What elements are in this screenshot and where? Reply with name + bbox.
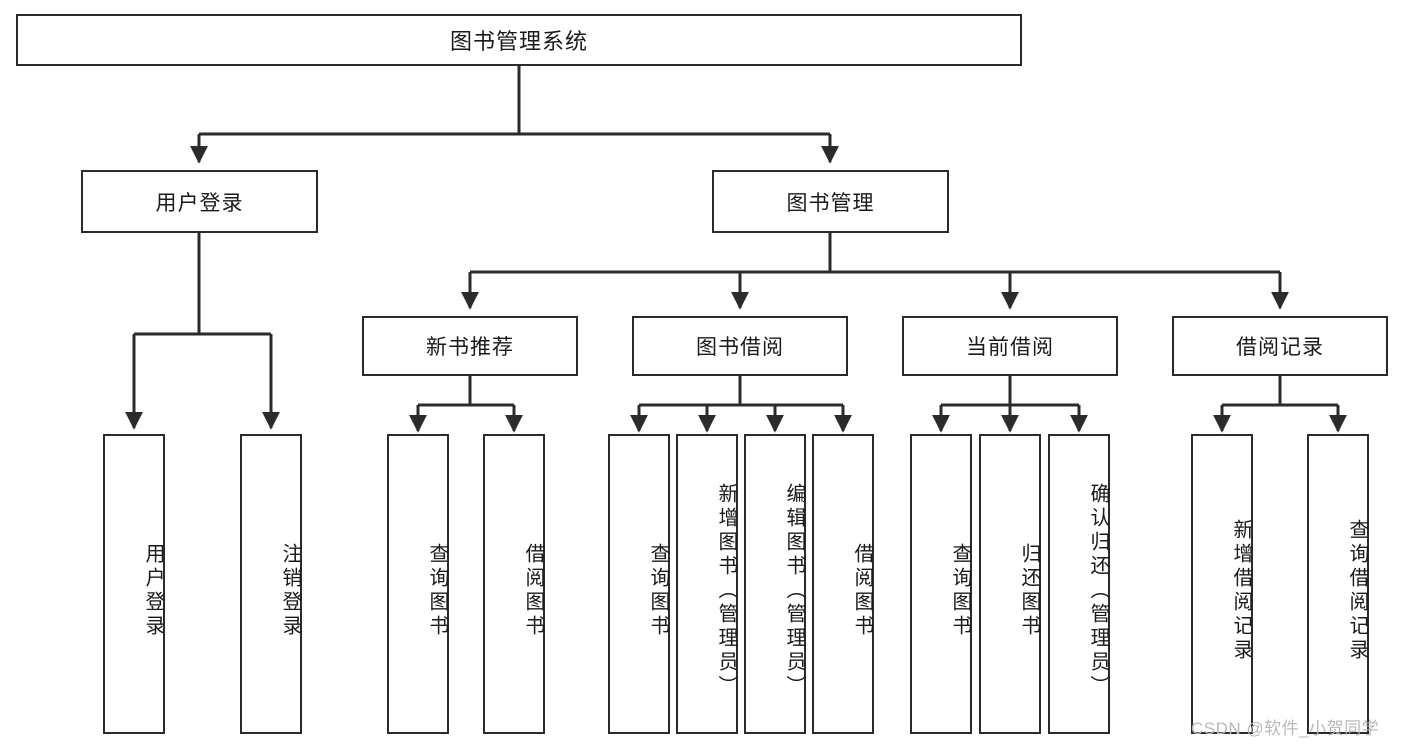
- watermark: CSDN @软件_小贺同学: [1191, 714, 1379, 739]
- node-label: 借阅记录: [1236, 336, 1324, 359]
- leaf-borrow-books-recommend[interactable]: 借阅图书: [483, 434, 545, 734]
- leaf-query-books-borrow[interactable]: 查询图书: [608, 434, 670, 734]
- leaf-add-borrow-record[interactable]: 新增借阅记录: [1191, 434, 1253, 734]
- node-user-login[interactable]: 用户登录: [81, 170, 318, 233]
- node-label: 图书借阅: [696, 336, 784, 359]
- node-label: 当前借阅: [966, 336, 1054, 359]
- leaf-confirm-return-admin[interactable]: 确认归还（管理员）: [1048, 434, 1110, 734]
- node-current-borrowing[interactable]: 当前借阅: [902, 316, 1118, 376]
- leaf-add-book-admin[interactable]: 新增图书（管理员）: [676, 434, 738, 734]
- node-label: 新书推荐: [426, 336, 514, 359]
- node-label: 借阅图书: [851, 543, 873, 639]
- node-label: 图书管理: [786, 191, 875, 215]
- node-label: 借阅图书: [522, 543, 544, 639]
- node-label: 新增图书（管理员）: [715, 483, 737, 699]
- node-label: 用户登录: [155, 191, 244, 215]
- node-label: 图书管理系统: [449, 29, 588, 54]
- node-root-book-management-system[interactable]: 图书管理系统: [16, 14, 1022, 66]
- leaf-user-login[interactable]: 用户登录: [103, 434, 165, 734]
- leaf-query-books-recommend[interactable]: 查询图书: [387, 434, 449, 734]
- node-book-management[interactable]: 图书管理: [712, 170, 949, 233]
- leaf-query-books-current[interactable]: 查询图书: [910, 434, 972, 734]
- node-label: 编辑图书（管理员）: [783, 483, 805, 699]
- node-label: 注销登录: [279, 543, 301, 639]
- node-label: 查询图书: [949, 543, 971, 639]
- watermark-text: CSDN @软件_小贺同学: [1191, 719, 1380, 738]
- node-label: 归还图书: [1018, 543, 1040, 639]
- leaf-logout[interactable]: 注销登录: [240, 434, 302, 734]
- leaf-borrow-books[interactable]: 借阅图书: [812, 434, 874, 734]
- leaf-edit-book-admin[interactable]: 编辑图书（管理员）: [744, 434, 806, 734]
- leaf-query-borrow-record[interactable]: 查询借阅记录: [1307, 434, 1369, 734]
- node-borrowing-record[interactable]: 借阅记录: [1172, 316, 1388, 376]
- node-label: 查询借阅记录: [1346, 519, 1368, 663]
- leaf-return-books[interactable]: 归还图书: [979, 434, 1041, 734]
- node-label: 查询图书: [426, 543, 448, 639]
- node-label: 用户登录: [142, 543, 164, 639]
- node-new-book-recommendation[interactable]: 新书推荐: [362, 316, 578, 376]
- node-book-borrowing[interactable]: 图书借阅: [632, 316, 848, 376]
- node-label: 确认归还（管理员）: [1087, 483, 1109, 699]
- node-label: 新增借阅记录: [1230, 519, 1252, 663]
- node-label: 查询图书: [647, 543, 669, 639]
